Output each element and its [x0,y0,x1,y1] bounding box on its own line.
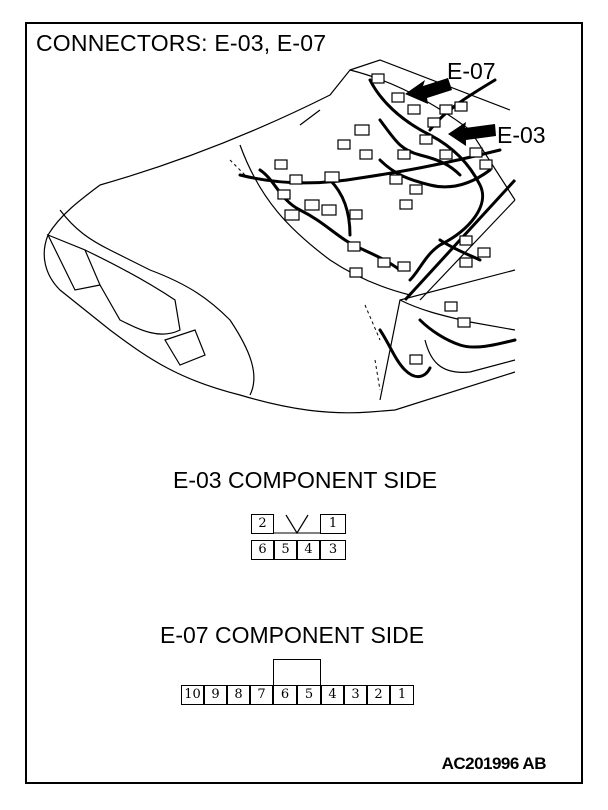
e07-pin: 5 [297,685,321,705]
page-title: CONNECTORS: E-03, E-07 [36,30,327,56]
e03-section-title: E-03 COMPONENT SIDE [173,467,438,493]
e03-arrow-icon [448,122,496,146]
e03-pin: 2 [251,514,274,534]
e07-pin: 4 [321,685,344,705]
e03-lock-tab [274,514,320,534]
e07-pin: 8 [227,685,250,705]
diagram-frame [25,22,583,784]
e03-pin: 6 [251,540,274,560]
e07-pin: 2 [367,685,390,705]
e03-pin: 5 [274,540,297,560]
callout-e03: E-03 [497,122,546,148]
e07-pin: 3 [344,685,367,705]
e07-pin: 10 [181,685,204,705]
e07-pin: 9 [204,685,227,705]
e03-pin: 3 [320,540,346,560]
e07-section-title: E-07 COMPONENT SIDE [160,622,425,648]
e07-pin: 7 [250,685,273,705]
figure-reference: AC201996 AB [441,754,547,773]
e07-lock-tab [273,659,321,685]
e07-pin: 1 [390,685,414,705]
callout-e07: E-07 [447,58,496,84]
e03-pin: 1 [320,514,346,534]
e07-pin: 6 [273,685,297,705]
e07-arrow-icon [405,78,452,104]
e03-pin: 4 [297,540,320,560]
